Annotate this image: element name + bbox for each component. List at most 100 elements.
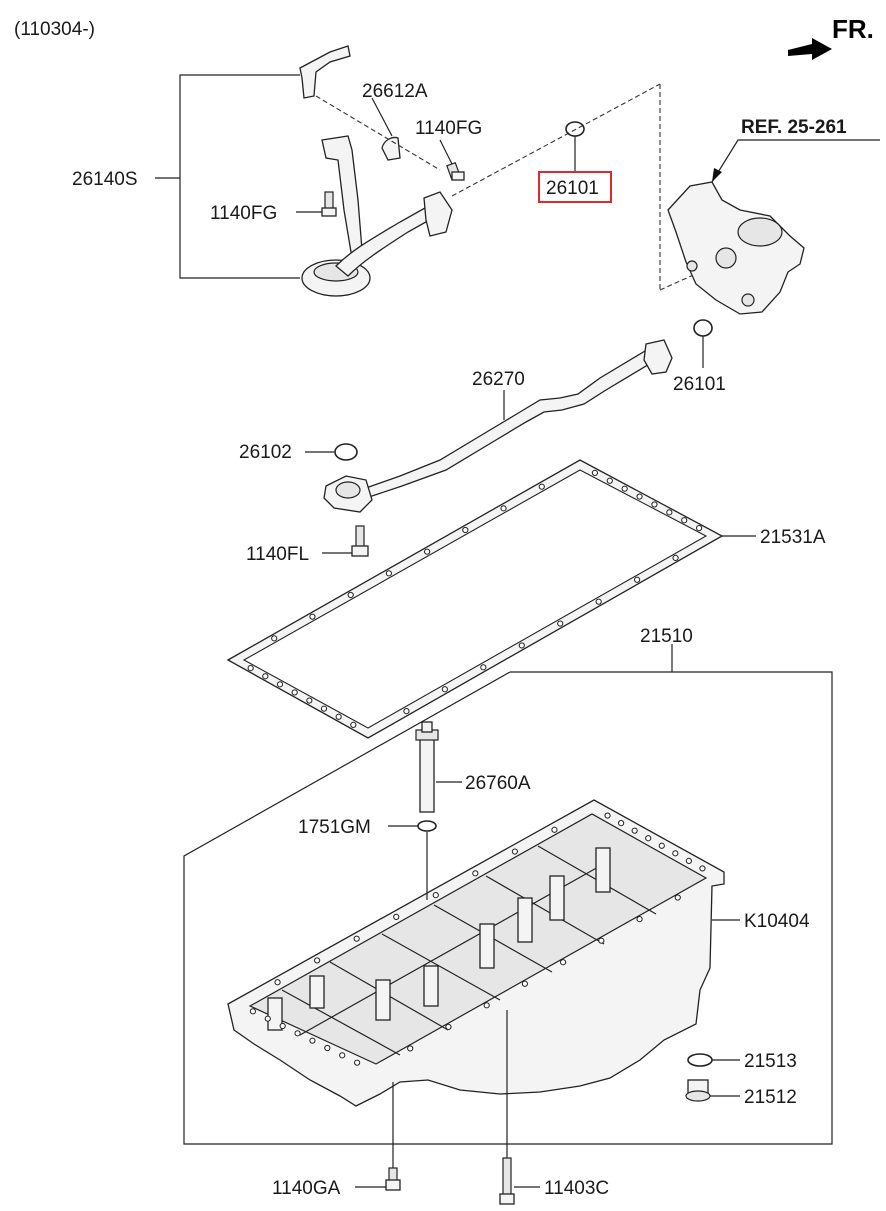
label-11403C[interactable]: 11403C bbox=[544, 1178, 609, 1199]
dipstick-tube-tip bbox=[421, 721, 433, 733]
label-26612A[interactable]: 26612A bbox=[362, 81, 428, 102]
label-26102[interactable]: 26102 bbox=[239, 442, 292, 463]
label-K10404[interactable]: K10404 bbox=[744, 911, 810, 932]
label-26760A[interactable]: 26760A bbox=[465, 773, 531, 794]
oil-pump-reference[interactable]: REF. 25-261 bbox=[667, 117, 880, 315]
gasket-bolt-hole bbox=[557, 620, 564, 627]
gasket-bolt-hole bbox=[271, 635, 278, 642]
label-21513[interactable]: 21513 bbox=[744, 1051, 797, 1072]
pan-flange-hole bbox=[645, 835, 652, 842]
pan-flange-hole bbox=[354, 1059, 361, 1066]
gasket-bolt-hole bbox=[276, 681, 284, 688]
pan-flange-hole bbox=[472, 870, 479, 877]
front-arrow-icon bbox=[788, 38, 832, 60]
gasket-bolt-holes bbox=[247, 469, 703, 728]
gasket-bolt-hole bbox=[247, 665, 254, 672]
gasket-bolt-hole bbox=[291, 689, 298, 696]
label-21510[interactable]: 21510 bbox=[640, 626, 693, 647]
pan-flange-hole bbox=[511, 848, 518, 855]
label-21531A[interactable]: 21531A bbox=[760, 527, 826, 548]
o-ring-26101-top-group[interactable]: 26101 bbox=[538, 121, 612, 203]
bolt-1140FG-top bbox=[446, 161, 465, 181]
o-ring-1751GM bbox=[417, 820, 437, 832]
pan-flange-hole bbox=[598, 937, 605, 944]
o-ring-26101-top bbox=[565, 121, 585, 137]
gasket-bolt-hole bbox=[462, 526, 469, 534]
drain-plug-head bbox=[685, 1090, 711, 1102]
bolt-1140FL-head bbox=[351, 545, 369, 557]
gasket-bolt-hole bbox=[320, 705, 328, 712]
gasket-bolt-hole bbox=[538, 483, 545, 490]
drain-washer-21513-group[interactable]: 21513 bbox=[687, 1051, 797, 1072]
alignment-dash-1 bbox=[315, 95, 441, 171]
label-1140FG-top[interactable]: 1140FG bbox=[415, 118, 482, 139]
gasket-bolt-hole bbox=[634, 576, 641, 583]
oil-pan-gasket-inner bbox=[242, 469, 708, 729]
pan-flange-hole bbox=[339, 1052, 346, 1059]
pan-flange-hole bbox=[636, 916, 643, 923]
bolt-1140GA-group[interactable]: 1140GA bbox=[272, 1082, 401, 1199]
drain-plug-washer bbox=[687, 1053, 713, 1067]
label-1140GA[interactable]: 1140GA bbox=[272, 1178, 341, 1199]
gasket-bolt-hole bbox=[262, 673, 269, 680]
ref-arrowhead-icon bbox=[712, 168, 722, 182]
pan-flange-hole bbox=[483, 1002, 490, 1009]
pan-flange-hole bbox=[672, 850, 679, 857]
bolt-1140FL-group[interactable]: 1140FL bbox=[246, 525, 369, 565]
gasket-bolt-hole bbox=[621, 485, 628, 492]
dipstick-tube-26760A-group[interactable]: 26760A bbox=[415, 721, 531, 813]
oil-pan-bosses bbox=[267, 847, 611, 1031]
pan-flange-hole bbox=[314, 957, 321, 964]
pan-flange-hole bbox=[309, 1037, 316, 1044]
pan-flange-hole bbox=[560, 959, 567, 966]
date-code: (110304-) bbox=[14, 19, 95, 40]
pan-flange-hole bbox=[353, 935, 360, 942]
gasket-bolt-hole bbox=[309, 613, 316, 620]
label-26101-right[interactable]: 26101 bbox=[673, 374, 726, 395]
label-ref[interactable]: REF. 25-261 bbox=[741, 117, 847, 138]
oil-pipe-26270-group[interactable]: 26270 bbox=[323, 339, 673, 513]
alignment-dash-2 bbox=[451, 83, 661, 197]
leader-1140FG-top bbox=[439, 139, 453, 165]
gasket-bolt-hole bbox=[681, 517, 688, 524]
label-21512[interactable]: 21512 bbox=[744, 1087, 797, 1108]
oil-pump-housing bbox=[667, 181, 805, 315]
label-1751GM[interactable]: 1751GM bbox=[298, 817, 371, 838]
oil-pump-outlet bbox=[741, 293, 755, 307]
bolt-11403C-shank bbox=[502, 1157, 512, 1197]
bolt-11403C-group[interactable]: 11403C bbox=[499, 1010, 609, 1205]
gasket-bolt-hole bbox=[666, 509, 673, 516]
gasket-bolt-hole bbox=[651, 501, 658, 508]
gasket-bolt-hole bbox=[424, 548, 431, 555]
pan-flange-hole bbox=[324, 1044, 331, 1052]
gasket-bolt-hole bbox=[350, 721, 357, 728]
pan-flange-hole bbox=[685, 857, 692, 864]
o-ring-1751GM-group[interactable]: 1751GM bbox=[298, 817, 437, 900]
gasket-bolt-hole bbox=[591, 469, 598, 476]
pan-flange-hole bbox=[279, 1022, 286, 1030]
pan-flange-hole bbox=[674, 894, 681, 901]
label-26101-top[interactable]: 26101 bbox=[546, 178, 599, 199]
oil-pan-flange-holes bbox=[249, 812, 706, 1066]
pan-flange-hole bbox=[432, 892, 439, 899]
highlight-box-26101 bbox=[538, 171, 612, 203]
label-26140S[interactable]: 26140S bbox=[72, 169, 138, 190]
label-1140FL[interactable]: 1140FL bbox=[246, 544, 309, 565]
o-ring-26102-group[interactable]: 26102 bbox=[239, 442, 358, 463]
pan-flange-hole bbox=[604, 812, 611, 819]
oil-pan-assembly-21510[interactable]: 21510 K10404 bbox=[183, 626, 833, 1145]
oil-pump-port bbox=[715, 247, 737, 269]
gasket-21531A-group[interactable]: 21531A bbox=[226, 459, 826, 739]
label-1140FG-left[interactable]: 1140FG bbox=[210, 203, 277, 224]
gasket-bolt-hole bbox=[595, 598, 602, 605]
gasket-bolt-hole bbox=[441, 686, 448, 693]
o-ring-26101-right-group[interactable]: 26101 bbox=[673, 319, 726, 395]
label-26270[interactable]: 26270 bbox=[472, 369, 525, 390]
oil-strainer-assembly[interactable]: 26140S 1140FG 26612A 1140FG bbox=[72, 45, 701, 297]
group-bracket-26140S bbox=[179, 74, 300, 279]
o-ring-26102 bbox=[334, 443, 358, 461]
drain-plug-21512-group[interactable]: 21512 bbox=[685, 1079, 797, 1108]
oil-pump-gear bbox=[737, 217, 783, 247]
front-label: FR. bbox=[832, 14, 874, 44]
strainer-bracket-top bbox=[299, 45, 351, 99]
